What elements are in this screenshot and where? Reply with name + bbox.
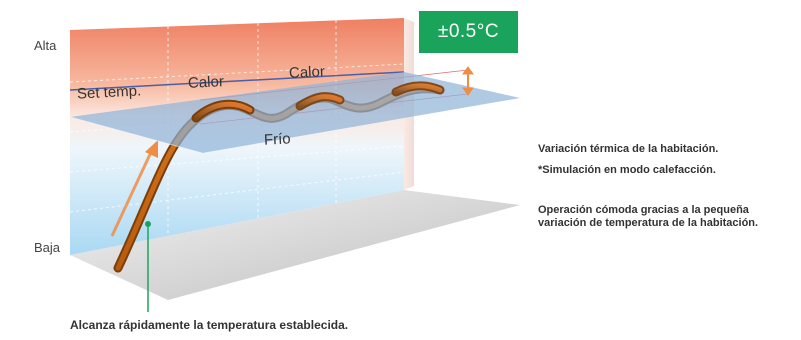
heat-label: Calor [187, 73, 225, 92]
axis-high-label: Alta [34, 38, 57, 53]
note-comfort-line1: Operación cómoda gracias a la pequeña [538, 204, 749, 216]
note-comfort-line2: variación de temperatura de la habitació… [538, 217, 759, 229]
note-variation: Variación térmica de la habitación. [538, 143, 719, 155]
cold-label: Frío [263, 130, 292, 149]
leader-line [145, 221, 151, 312]
rise-arrow [110, 140, 158, 237]
axis-low-label: Baja [34, 240, 61, 255]
set-temp-line [69, 71, 405, 91]
tolerance-arrow [462, 66, 474, 96]
tolerance-badge: ±0.5°C [419, 11, 518, 53]
note-simulation: *Simulación en modo calefacción. [538, 164, 716, 176]
set-temp-label: Set temp. [76, 82, 142, 103]
note-reach: Alcanza rápidamente la temperatura estab… [70, 318, 349, 332]
heat-label: Calor [288, 63, 326, 82]
floor-plane [70, 190, 520, 300]
